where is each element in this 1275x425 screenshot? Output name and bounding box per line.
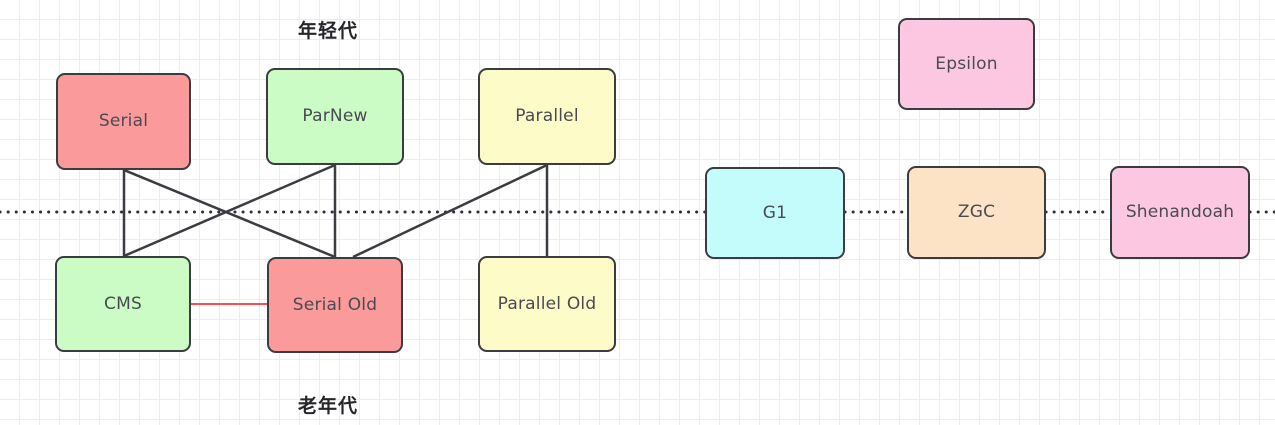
node-parallel-old[interactable]: Parallel Old: [478, 256, 616, 352]
node-label-shenandoah: Shenandoah: [1125, 202, 1235, 222]
node-label-zgc: ZGC: [957, 202, 996, 222]
node-label-epsilon: Epsilon: [935, 53, 998, 74]
edge-parnew-cms: [123, 163, 336, 258]
node-parnew[interactable]: ParNew: [266, 68, 404, 165]
node-label-parallel: Parallel: [515, 106, 579, 126]
node-label-serial-old: Serial Old: [292, 294, 378, 315]
node-label-parnew: ParNew: [302, 106, 368, 126]
old-generation-label: 老年代: [298, 395, 359, 417]
node-serial[interactable]: Serial: [56, 73, 191, 170]
edge-parallel-serial-old: [352, 163, 548, 259]
node-epsilon[interactable]: Epsilon: [898, 18, 1035, 110]
node-label-parallel-old: Parallel Old: [497, 293, 597, 314]
edge-serial-serial-old: [123, 168, 336, 259]
node-cms[interactable]: CMS: [55, 256, 191, 352]
node-label-g1: G1: [762, 202, 788, 223]
node-label-serial: Serial: [98, 111, 149, 131]
young-generation-label: 年轻代: [298, 20, 359, 42]
node-g1[interactable]: G1: [705, 167, 845, 259]
node-label-cms: CMS: [104, 293, 142, 314]
node-zgc[interactable]: ZGC: [907, 166, 1046, 259]
node-shenandoah[interactable]: Shenandoah: [1110, 166, 1250, 259]
node-parallel[interactable]: Parallel: [478, 68, 616, 165]
node-serial-old[interactable]: Serial Old: [267, 257, 403, 353]
